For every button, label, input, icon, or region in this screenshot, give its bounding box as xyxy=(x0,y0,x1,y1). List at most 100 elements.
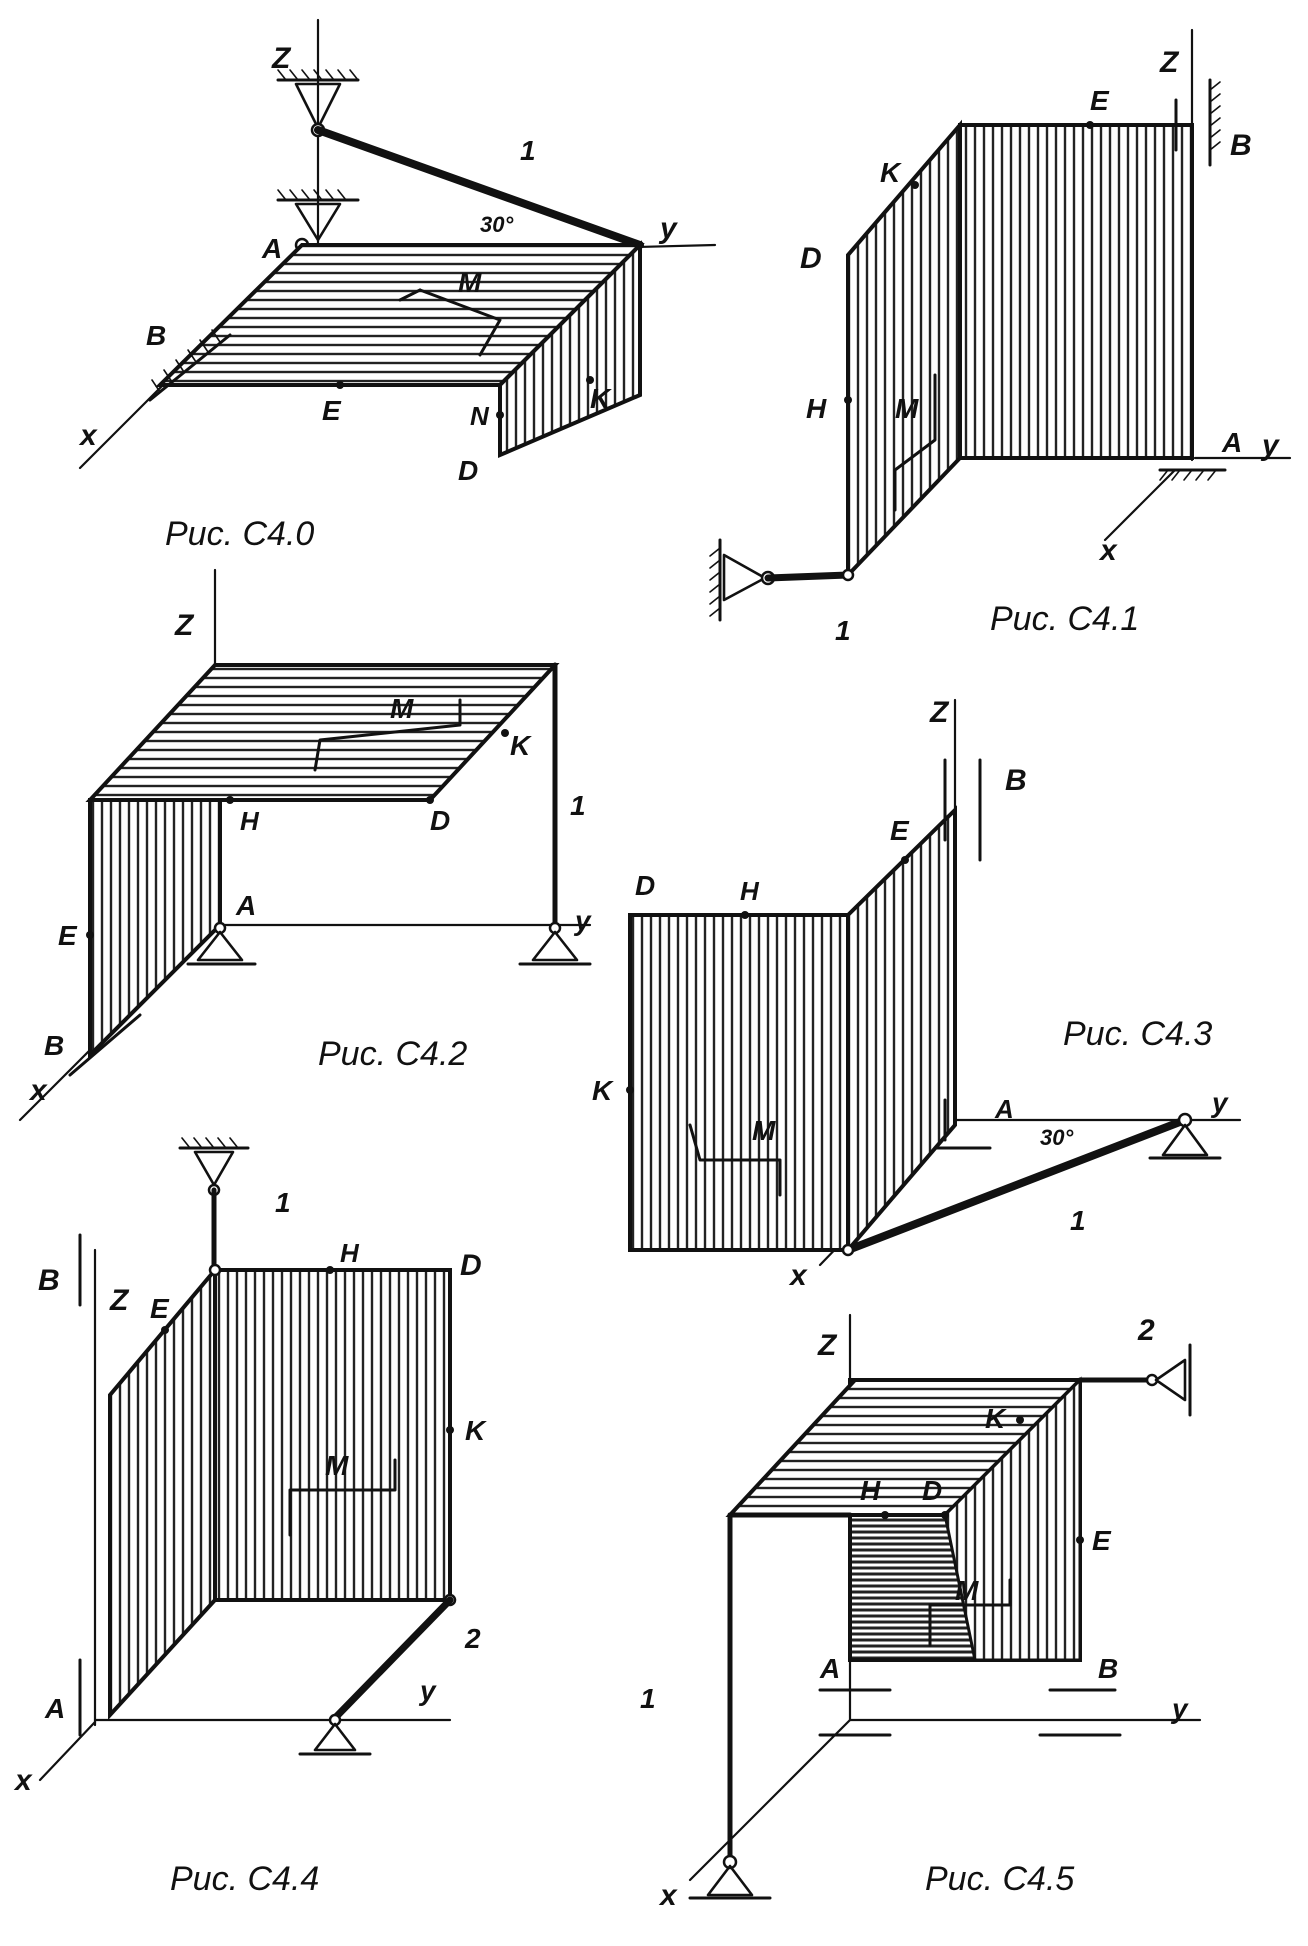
caption: Рис. С4.2 xyxy=(318,1035,467,1073)
k-label: K xyxy=(985,1403,1007,1434)
k-label: K xyxy=(880,157,902,188)
h-label: H xyxy=(860,1475,881,1506)
a-label: A xyxy=(235,890,256,921)
figure-c4-5: Z 2 K D H E M A B y 1 x Рис. С4.5 xyxy=(640,1313,1202,1912)
front-plate xyxy=(628,913,850,1252)
caption: Рис. С4.1 xyxy=(990,600,1139,638)
back-plate xyxy=(958,123,1194,460)
rod-1-label: 1 xyxy=(640,1683,656,1714)
figure-c4-3: Z B E D H K M A y 30° 1 x Рис. С4.3 xyxy=(592,696,1242,1292)
moment-m xyxy=(398,288,502,357)
x-axis xyxy=(1103,468,1177,542)
e-label: E xyxy=(890,815,910,846)
d-label: D xyxy=(922,1475,942,1506)
bearing-b xyxy=(68,1013,142,1077)
point-e xyxy=(86,931,94,939)
n-label: N xyxy=(470,401,490,431)
rod-1 xyxy=(314,126,644,249)
bearing-b xyxy=(943,758,982,862)
d-label: D xyxy=(635,870,655,901)
k-label: K xyxy=(465,1415,487,1446)
back-plate xyxy=(213,1268,452,1602)
point-n xyxy=(496,411,504,419)
m-label: M xyxy=(752,1115,776,1146)
rod-1-label: 1 xyxy=(1070,1205,1086,1236)
y-label: y xyxy=(1170,1693,1189,1724)
hinge-support-rod-1 xyxy=(709,538,776,622)
b-label: B xyxy=(38,1264,60,1297)
bearing-a xyxy=(933,1098,992,1150)
hinge-support-rod-1 xyxy=(178,1137,250,1197)
bearing-a xyxy=(818,1688,892,1737)
y-label: y xyxy=(418,1675,437,1706)
y-label: y xyxy=(1260,429,1280,462)
z-label: Z xyxy=(174,609,195,642)
point-k xyxy=(501,729,509,737)
point-d xyxy=(426,796,434,804)
z-label: Z xyxy=(1159,46,1180,79)
z-label: Z xyxy=(929,696,950,729)
side-plate xyxy=(108,1264,217,1721)
e-label: E xyxy=(1092,1525,1112,1556)
rod-1-label: 1 xyxy=(835,615,851,646)
e-label: E xyxy=(1090,85,1110,116)
bearing-a xyxy=(1158,468,1227,481)
a-label: A xyxy=(1221,427,1242,458)
x-label: x xyxy=(658,1879,678,1912)
point-h xyxy=(881,1511,889,1519)
rod-2-label: 2 xyxy=(464,1623,481,1654)
hinge-support-rod-1 xyxy=(1148,1112,1222,1160)
point-k xyxy=(911,181,919,189)
point-e xyxy=(1076,1536,1084,1544)
caption: Рис. С4.3 xyxy=(1063,1015,1212,1053)
hinge-support-rod-1 xyxy=(688,1854,772,1900)
rod-1 xyxy=(844,1116,1189,1254)
z-label: Z xyxy=(109,1284,130,1317)
hinge-support-rod-1 xyxy=(518,921,592,966)
h-label: H xyxy=(740,876,760,906)
rod-2 xyxy=(331,1596,454,1722)
e-label: E xyxy=(322,395,342,426)
horizontal-plate xyxy=(85,663,560,802)
figure-c4-0: Z y x A B M E N K D 1 30° Рис. С4.0 xyxy=(78,18,717,553)
point-k xyxy=(626,1086,634,1094)
x-axis xyxy=(38,1720,97,1782)
moment-m xyxy=(313,698,462,772)
figure-c4-4: 1 H D Z E B K M 2 y A x Рис. С4.4 xyxy=(13,1137,487,1898)
h-label: H xyxy=(340,1238,360,1268)
a-label: A xyxy=(44,1693,65,1724)
point-e xyxy=(901,856,909,864)
figure-c4-1: Z B E K D H M A y x 1 Рис. С4.1 xyxy=(709,28,1292,646)
point-k xyxy=(446,1426,454,1434)
hinge-support-rod-2 xyxy=(1145,1343,1192,1417)
bearing-b xyxy=(1174,78,1221,167)
side-plate xyxy=(846,805,957,1256)
point-h xyxy=(326,1266,334,1274)
rod-2-label: 2 xyxy=(1137,1314,1155,1347)
b-label: B xyxy=(146,320,166,351)
point-h xyxy=(226,796,234,804)
point-k xyxy=(1016,1416,1024,1424)
angle-label: 30° xyxy=(1040,1125,1073,1150)
m-label: M xyxy=(955,1575,979,1606)
y-label: y xyxy=(573,905,592,936)
bearing-b xyxy=(148,329,232,402)
rod-1-label: 1 xyxy=(275,1187,291,1218)
k-label: K xyxy=(592,1075,614,1106)
y-label: y xyxy=(658,212,678,245)
point-h xyxy=(844,396,852,404)
moment-m xyxy=(288,1458,397,1537)
b-label: B xyxy=(44,1030,64,1061)
k-label: K xyxy=(590,383,612,414)
moment-m xyxy=(893,373,937,512)
caption: Рис. С4.4 xyxy=(170,1860,319,1898)
d-label: D xyxy=(458,455,478,486)
m-label: M xyxy=(458,267,482,298)
rod-1-label: 1 xyxy=(570,790,586,821)
vertical-plate xyxy=(498,240,642,459)
y-label: y xyxy=(1210,1087,1229,1118)
a-label: A xyxy=(994,1094,1014,1124)
b-label: B xyxy=(1098,1653,1118,1684)
b-label: B xyxy=(1005,764,1027,797)
